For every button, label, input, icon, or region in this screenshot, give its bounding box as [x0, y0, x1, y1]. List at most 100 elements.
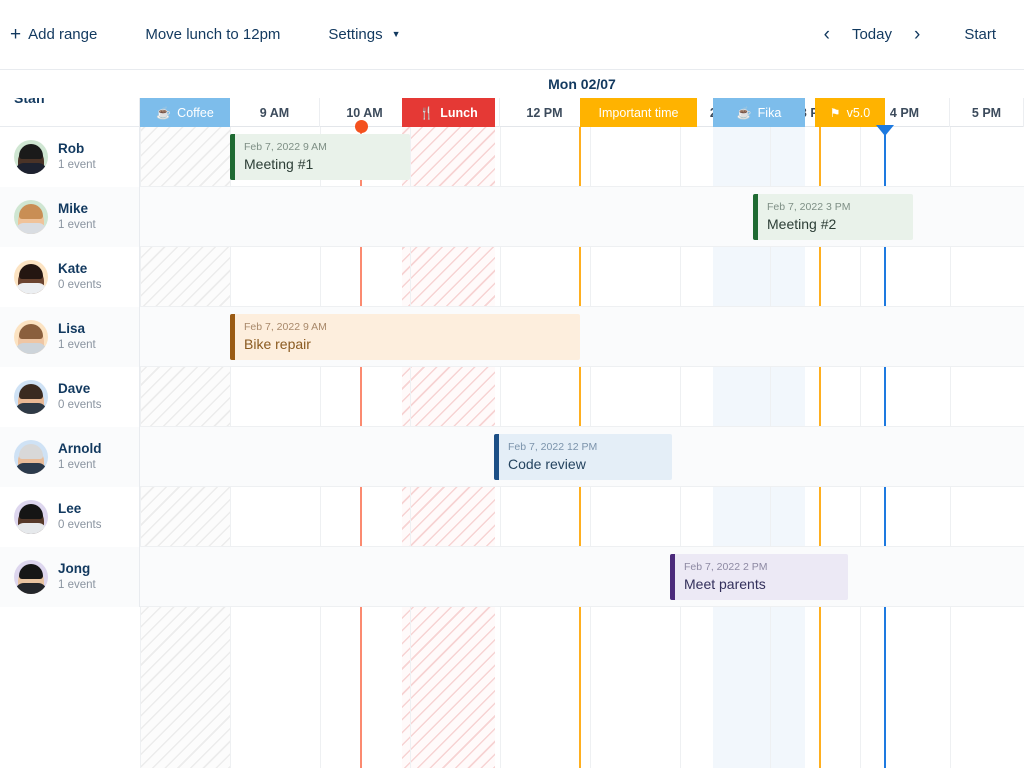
settings-label: Settings: [328, 26, 383, 43]
avatar: [14, 260, 48, 294]
hour-cell-9-am: 9 AM: [230, 98, 320, 127]
avatar-hair: [19, 504, 43, 519]
event-accent-bar: [753, 194, 758, 240]
event-accent-bar: [670, 554, 675, 600]
avatar-body: [15, 583, 47, 594]
event-bike-repair[interactable]: Feb 7, 2022 9 AM Bike repair: [230, 314, 580, 360]
next-button[interactable]: ›: [902, 21, 932, 48]
plus-icon: +: [10, 24, 22, 45]
event-accent-bar: [230, 134, 235, 180]
add-range-button[interactable]: + Add range: [0, 19, 107, 50]
event-time: Feb 7, 2022 3 PM: [767, 200, 851, 213]
move-lunch-label: Move lunch to 12pm: [145, 26, 281, 43]
range-chip-v5-0[interactable]: ⚑v5.0: [815, 98, 885, 127]
avatar: [14, 320, 48, 354]
start-button[interactable]: Start: [954, 20, 1006, 49]
prev-button[interactable]: ‹: [812, 21, 842, 48]
event-time: Feb 7, 2022 12 PM: [508, 440, 598, 453]
staff-name: Dave: [58, 381, 91, 397]
event-time: Feb 7, 2022 9 AM: [244, 320, 327, 333]
hour-cell-12-pm: 12 PM: [500, 98, 590, 127]
event-accent-bar: [494, 434, 499, 480]
add-range-label: Add range: [28, 26, 98, 43]
avatar-body: [15, 463, 47, 474]
staff-name: Jong: [58, 561, 91, 577]
range-chip-important-time[interactable]: Important time: [580, 98, 697, 127]
range-chip-label: Important time: [598, 105, 679, 120]
move-lunch-button[interactable]: Move lunch to 12pm: [135, 20, 290, 49]
avatar-body: [15, 343, 47, 354]
now-marker-dot[interactable]: [355, 120, 368, 133]
range-chip-label: Lunch: [440, 105, 478, 120]
avatar-hair: [19, 384, 43, 399]
event-meet-parents[interactable]: Feb 7, 2022 2 PM Meet parents: [670, 554, 848, 600]
event-code-review[interactable]: Feb 7, 2022 12 PM Code review: [494, 434, 672, 480]
event-title: Bike repair: [244, 335, 311, 352]
range-chip-label: v5.0: [846, 105, 871, 120]
hour-cell-5-pm: 5 PM: [950, 98, 1024, 127]
staff-event-count: 1 event: [58, 458, 96, 471]
staff-event-count: 1 event: [58, 338, 96, 351]
avatar-body: [15, 523, 47, 534]
settings-dropdown-button[interactable]: Settings ▼: [318, 20, 410, 49]
staff-event-count: 1 event: [58, 158, 96, 171]
release-marker[interactable]: [876, 125, 894, 136]
avatar-hair: [19, 204, 43, 219]
staff-name: Kate: [58, 261, 88, 277]
staff-name: Arnold: [58, 441, 102, 457]
event-title: Meeting #1: [244, 155, 314, 172]
range-chip-label: Coffee: [177, 105, 214, 120]
event-accent-bar: [230, 314, 235, 360]
range-chip-coffee[interactable]: ☕Coffee: [140, 98, 230, 127]
today-button[interactable]: Today: [842, 20, 902, 49]
event-title: Meet parents: [684, 575, 766, 592]
staff-event-count: 0 events: [58, 398, 102, 411]
avatar-hair: [19, 444, 43, 459]
avatar: [14, 140, 48, 174]
staff-name: Rob: [58, 141, 85, 157]
avatar-body: [15, 403, 47, 414]
avatar-body: [15, 163, 47, 174]
avatar: [14, 380, 48, 414]
coffee-mug-icon: ☕: [736, 105, 752, 120]
avatar: [14, 500, 48, 534]
range-chip-label: Fika: [757, 105, 782, 120]
event-title: Code review: [508, 455, 586, 472]
range-chip-fika[interactable]: ☕ Fika: [713, 98, 805, 127]
avatar: [14, 440, 48, 474]
event-time: Feb 7, 2022 2 PM: [684, 560, 768, 573]
staff-event-count: 1 event: [58, 218, 96, 231]
avatar-hair: [19, 144, 43, 159]
staff-event-count: 0 events: [58, 278, 102, 291]
staff-event-count: 0 events: [58, 518, 102, 531]
avatar: [14, 200, 48, 234]
range-chip-lunch[interactable]: 🍴Lunch: [402, 98, 495, 127]
start-label: Start: [964, 26, 996, 43]
avatar: [14, 560, 48, 594]
